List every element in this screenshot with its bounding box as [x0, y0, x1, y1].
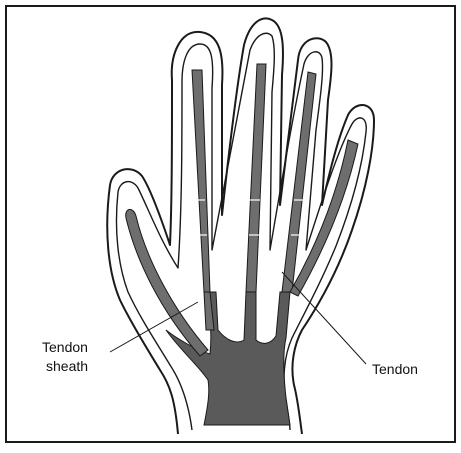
tendon-label: Tendon [372, 361, 418, 377]
tendon-sheath-label-line1: Tendon [42, 339, 88, 355]
palm-tendon-mass [166, 292, 290, 425]
index-finger-tendon [192, 70, 210, 292]
tendon-sheath-label-line2: sheath [46, 358, 88, 374]
middle-finger-tendon [246, 64, 266, 292]
finger-tendons [126, 64, 358, 356]
